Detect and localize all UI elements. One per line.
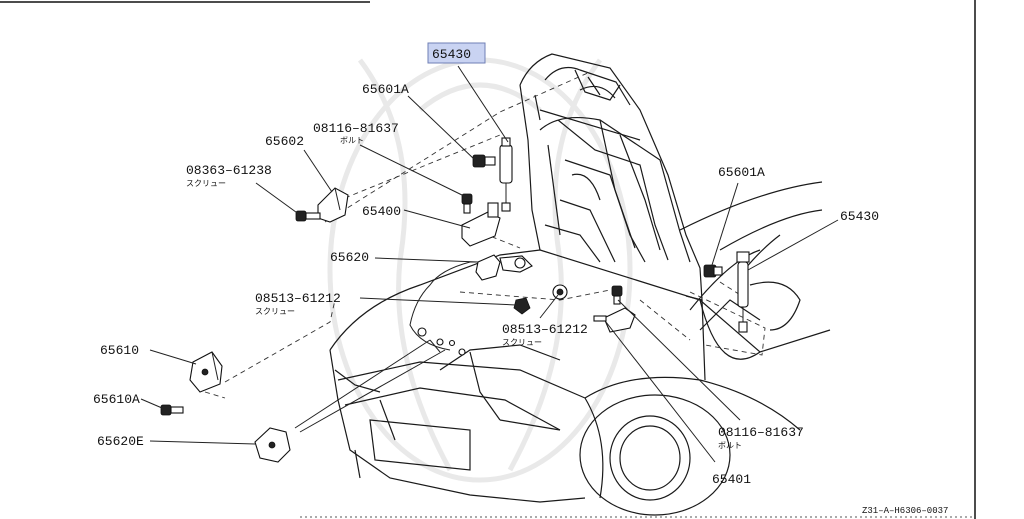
hood-stay-right (736, 251, 750, 333)
label-08363[interactable]: 08363–61238 (186, 163, 272, 178)
screw-08363 (295, 210, 321, 222)
leader-lines (140, 65, 839, 463)
label-65602[interactable]: 65602 (265, 134, 304, 149)
label-08513-mid[interactable]: 08513–61212 (502, 322, 588, 337)
label-65401[interactable]: 65401 (712, 472, 751, 487)
label-08363-note: スクリュー (186, 179, 226, 188)
label-08513-left-note: スクリュー (255, 307, 295, 316)
car-body (329, 181, 831, 516)
label-65620E[interactable]: 65620E (97, 434, 144, 449)
label-08116-top[interactable]: 08116–81637 (313, 121, 399, 136)
label-08116-bottom-note: ボルト (718, 441, 742, 450)
screw-08513-mid (552, 284, 568, 300)
label-65430-right[interactable]: 65430 (840, 209, 879, 224)
label-08513-mid-note: スクリュー (502, 338, 542, 347)
hood-panel (519, 53, 703, 301)
cable-clips (417, 327, 466, 356)
screw-08513-left (513, 297, 531, 315)
bolt-top (461, 193, 473, 214)
label-65610[interactable]: 65610 (100, 343, 139, 358)
label-08116-bottom[interactable]: 08116–81637 (718, 425, 804, 440)
label-65601A-right[interactable]: 65601A (718, 165, 765, 180)
release-cable (294, 261, 490, 433)
phantom-lines (204, 71, 766, 399)
part-labels: 65430 65601A 08116–81637 ボルト 65602 08363… (93, 47, 948, 516)
hood-stay-left (499, 137, 513, 212)
bolt-65610A (160, 404, 184, 416)
release-lever-65620E (254, 427, 291, 463)
label-65430-top[interactable]: 65430 (432, 47, 471, 62)
label-08116-top-note: ボルト (340, 136, 364, 145)
bracket-65401 (593, 307, 636, 333)
label-08513-left[interactable]: 08513–61212 (255, 291, 341, 306)
reference-code: Z31–A–H6306–0037 (862, 506, 948, 516)
label-65601A-left[interactable]: 65601A (362, 82, 409, 97)
hood-lock-65610 (189, 351, 223, 393)
hinge-65400 (461, 202, 501, 247)
ball-stud-right (703, 264, 723, 278)
ball-stud-left (472, 154, 496, 168)
label-65610A[interactable]: 65610A (93, 392, 140, 407)
label-65400[interactable]: 65400 (362, 204, 401, 219)
bolt-bottom (611, 285, 623, 305)
hinge-bracket-65602 (317, 187, 349, 223)
highlight-box[interactable] (427, 42, 486, 64)
lock-assembly-65620 (475, 254, 533, 281)
label-65620[interactable]: 65620 (330, 250, 369, 265)
